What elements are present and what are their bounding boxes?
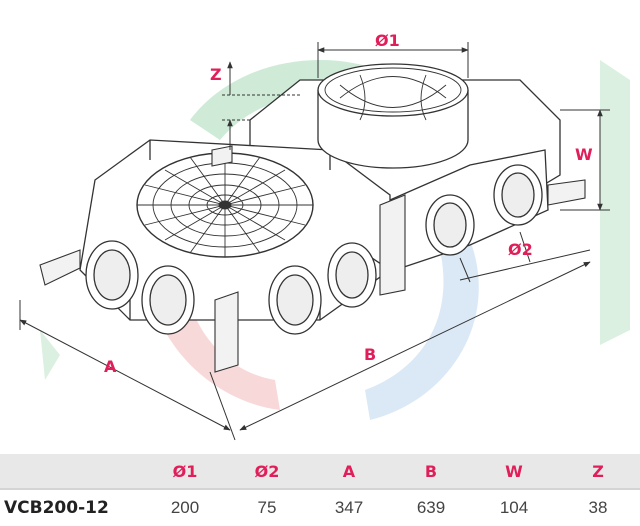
table-header: A bbox=[308, 454, 390, 489]
table-header: Ø1 bbox=[144, 454, 226, 489]
dim-label-b: B bbox=[364, 345, 376, 364]
table-cell: 104 bbox=[472, 488, 556, 526]
table-cell: 200 bbox=[144, 488, 226, 526]
table-row: VCB200-12 200 75 347 639 104 38 bbox=[0, 488, 640, 526]
table-cell: 75 bbox=[226, 488, 308, 526]
table-header: Ø2 bbox=[226, 454, 308, 489]
spigots-right bbox=[425, 164, 543, 256]
collar-d1 bbox=[317, 63, 469, 169]
product-drawing: Ø1 Z W Ø2 A B bbox=[19, 31, 630, 441]
model-cell: VCB200-12 bbox=[0, 488, 144, 526]
dim-label-d2: Ø2 bbox=[508, 240, 533, 259]
dim-label-w: W bbox=[575, 145, 593, 164]
table-header: W bbox=[472, 454, 556, 489]
table-cell: 639 bbox=[390, 488, 472, 526]
dim-label-z: Z bbox=[210, 65, 222, 84]
dimensions-table: Ø1 Ø2 A B W Z VCB200-12 200 75 347 639 1… bbox=[0, 454, 640, 526]
grille-front bbox=[136, 152, 314, 258]
table-cell: 38 bbox=[556, 488, 640, 526]
table-header bbox=[0, 454, 144, 489]
table-header: Z bbox=[556, 454, 640, 489]
dimension-lines bbox=[19, 42, 610, 441]
table-cell: 347 bbox=[308, 488, 390, 526]
dim-label-d1: Ø1 bbox=[375, 31, 400, 50]
table-header-row: Ø1 Ø2 A B W Z bbox=[0, 454, 640, 489]
table-header: B bbox=[390, 454, 472, 489]
dim-label-a: A bbox=[104, 357, 117, 376]
